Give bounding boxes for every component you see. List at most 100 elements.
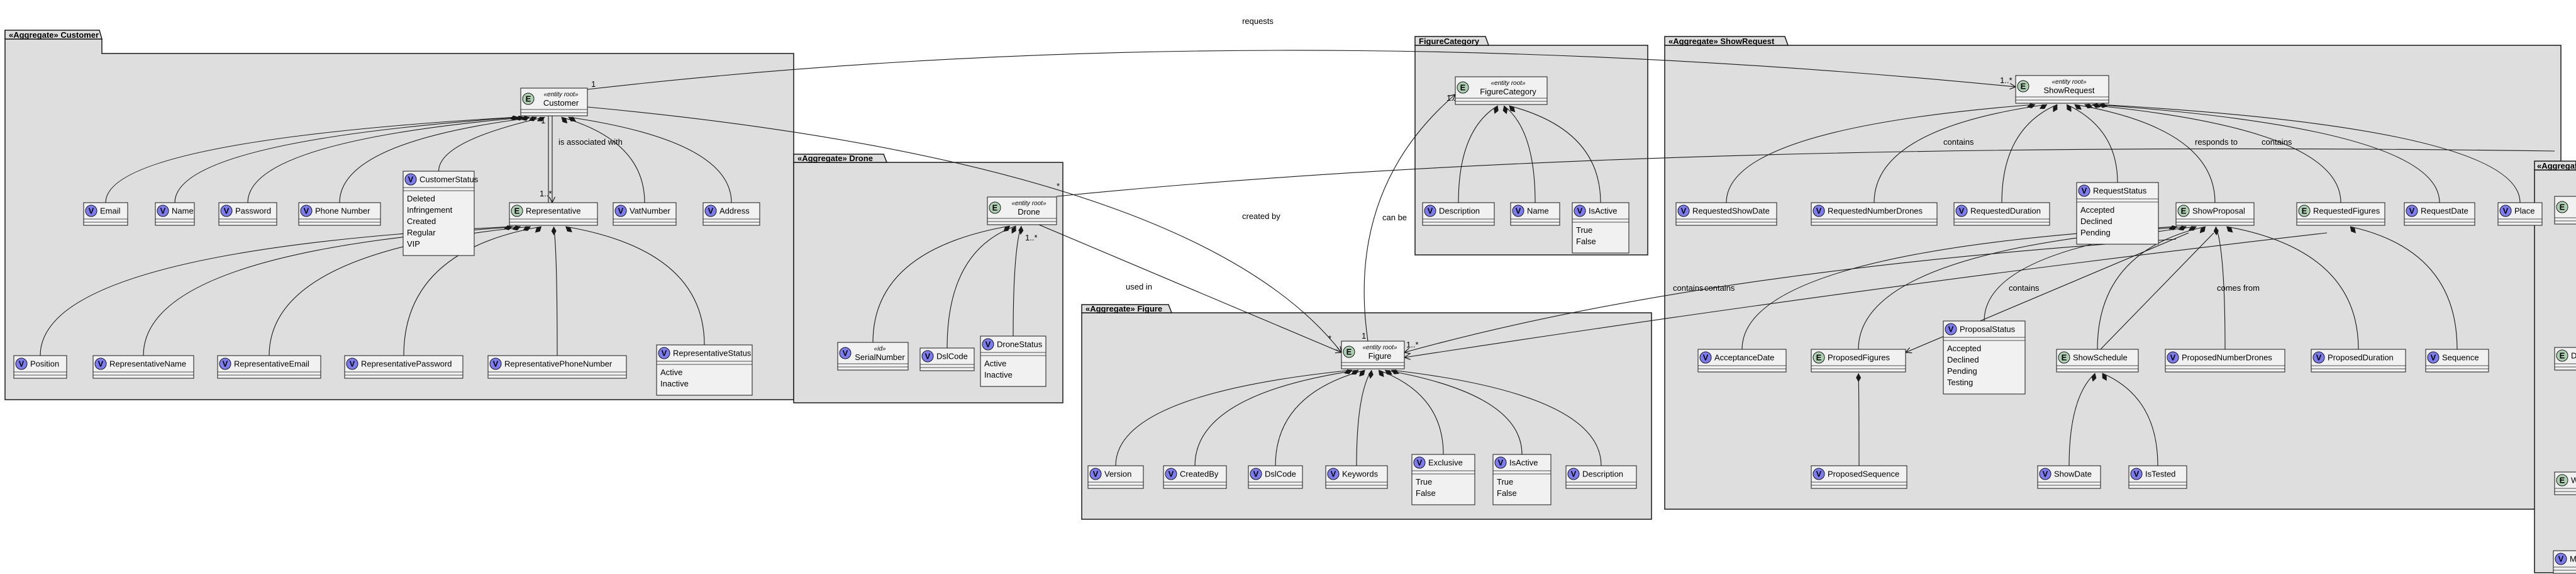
class-box: [2165, 349, 2285, 373]
composition-line: [1509, 105, 1601, 203]
class-created-by[interactable]: V CreatedBy: [1163, 465, 1227, 489]
multiplicity-one: 1: [591, 79, 596, 89]
value-badge-icon: [1813, 205, 1825, 217]
class-drone[interactable]: E«entity root»Drone: [987, 196, 1057, 225]
drone-model-line: [1056, 148, 2555, 197]
enum-literal: VIP: [407, 239, 420, 249]
label-contains-4: contains: [1943, 137, 1974, 147]
used-in-line: [1031, 221, 1341, 352]
value-badge-icon: [85, 205, 97, 217]
class-name: RepresentativeStatus: [673, 349, 752, 358]
badge-letter: V: [1428, 206, 1433, 216]
entity-badge-icon: [2177, 205, 2190, 217]
badge-letter: V: [1253, 470, 1259, 479]
badge-letter: V: [1169, 470, 1174, 479]
class-drone-model-drone[interactable]: E«entitDrone: [2554, 196, 2576, 225]
composition-line: [568, 116, 732, 203]
class-max[interactable]: VMax: [2553, 550, 2576, 574]
class-drone-wind-behavior[interactable]: EDroneWindBehav: [2554, 347, 2576, 371]
class-figure[interactable]: E«entity root»Figure: [1341, 340, 1405, 369]
class-customer[interactable]: E«entity root»Customer: [520, 87, 588, 116]
composition-line: [2074, 104, 2216, 203]
class-figure-category[interactable]: E«entity root»FigureCategory: [1455, 76, 1548, 105]
value-badge-icon: [2130, 468, 2143, 480]
badge-letter: V: [1571, 470, 1577, 479]
badge-letter: V: [2503, 206, 2509, 216]
stereotype: «entity root»: [2051, 79, 2086, 86]
class-name: Description: [1439, 206, 1480, 216]
value-badge-icon: [1813, 468, 1825, 480]
badge-letter: E: [2062, 353, 2067, 363]
value-badge-icon: [921, 350, 934, 363]
package-dronemodel-label: «Aggregate» DroneMo: [2537, 161, 2576, 171]
class-name: IsActive: [1509, 458, 1538, 468]
composition-diamond: [2039, 104, 2048, 109]
composition-diamond: [2084, 103, 2093, 109]
class-name: IsActive: [1589, 206, 1618, 216]
enum-literal: Inactive: [984, 370, 1013, 380]
badge-letter: V: [2043, 470, 2048, 479]
class-name: CreatedBy: [1180, 470, 1219, 479]
class-serial-number[interactable]: V«id»SerialNumber: [837, 342, 909, 371]
badge-letter: V: [2558, 554, 2564, 564]
badge-letter: V: [843, 349, 848, 358]
stereotype: «entity root»: [1011, 200, 1046, 207]
composition-diamond: [1018, 226, 1024, 235]
value-badge-icon: [2167, 351, 2179, 364]
stereotype: «id»: [874, 346, 886, 352]
enum-literal: False: [1416, 488, 1436, 498]
badge-letter: E: [1816, 353, 1822, 363]
class-fc-description[interactable]: V Description: [1422, 202, 1495, 226]
class-show-request[interactable]: E«entity root»ShowRequest: [2015, 75, 2109, 104]
class-wind-interval[interactable]: EWind Inter: [2554, 471, 2576, 495]
requests-line: [587, 50, 2016, 90]
badge-letter: E: [2021, 82, 2026, 91]
class-name: ProposedDuration: [2328, 353, 2394, 363]
class-box: [1675, 202, 1777, 226]
value-badge-icon: [1945, 323, 1957, 335]
multiplicity-one-many: 1..*: [1025, 233, 1038, 242]
